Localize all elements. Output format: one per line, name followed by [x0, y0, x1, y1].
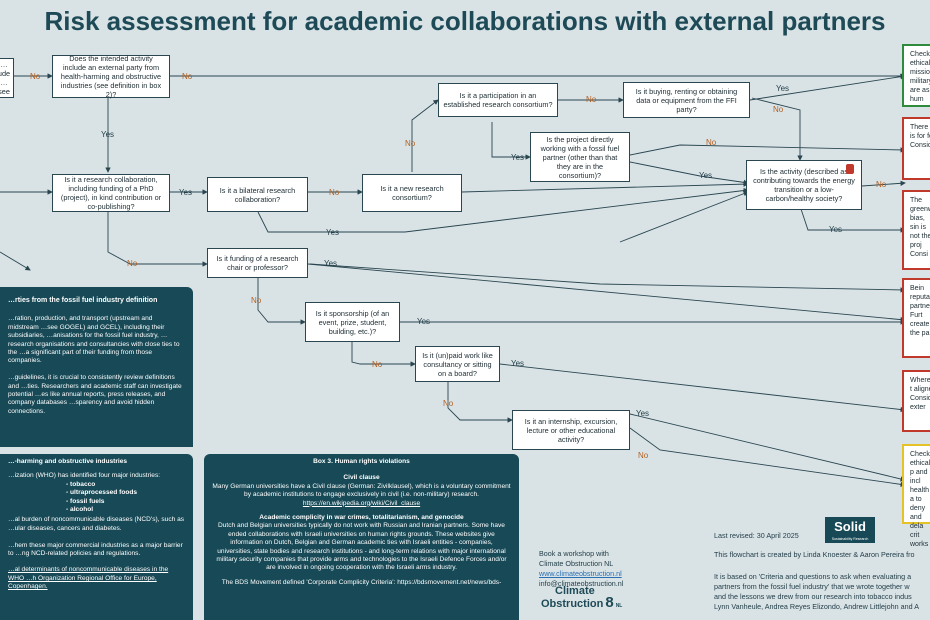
box1-panel: …rties from the fossil fuel industry def… [0, 287, 193, 447]
fuel-pump-icon [846, 164, 854, 174]
last-revised: Last revised: 30 April 2025 [714, 531, 799, 540]
node-fossil-partner: Is the project directly working with a f… [530, 132, 630, 182]
node-sponsorship: Is it sponsorship (of an event, prize, s… [305, 302, 400, 342]
outcome-box-yellow: Check ethical p and incl health a to den… [902, 444, 930, 548]
node-paid-work: Is it (un)paid work like consultancy or … [415, 346, 500, 382]
edge-label-yes: Yes [636, 409, 650, 418]
outcome-box-green: Check ethical mission military are as hu… [902, 44, 930, 107]
based-on-text: It is based on 'Criteria and questions t… [714, 572, 919, 611]
node-internship: Is it an internship, excursion, lecture … [512, 410, 630, 450]
box3-civil-clause-link[interactable]: https://en.wikipedia.org/wiki/Civil_clau… [302, 499, 421, 507]
edge-label-no: No [127, 259, 138, 268]
edge-label-no: No [251, 296, 262, 305]
edge-label-no: No [773, 105, 784, 114]
edge-label-no: No [372, 360, 383, 369]
edge-label-no: No [182, 72, 193, 81]
box2-title: …-harming and obstructive industries [8, 458, 128, 465]
node-new-consortium: Is it a new research consortium? [362, 174, 462, 212]
edge-label-yes: Yes [829, 225, 843, 234]
edge-label-yes: Yes [511, 359, 525, 368]
logo-eight-icon: 8 [605, 594, 614, 611]
edge-label-no: No [405, 139, 416, 148]
edge-label-yes: Yes [324, 259, 338, 268]
box2-reference-link[interactable]: …al determinants of noncommunicable dise… [8, 566, 169, 591]
box3-civil-clause-text: Many German universities have a Civil cl… [212, 482, 511, 499]
node-buying-data: Is it buying, renting or obtaining data … [623, 82, 750, 118]
box3-panel: Box 3. Human rights violations Civil cla… [204, 454, 519, 620]
box2-list-item: - fossil fuels [66, 497, 105, 505]
outcome-box-red: There is for fo Consic [902, 117, 930, 180]
workshop-line: Climate Obstruction NL [539, 559, 614, 568]
workshop-email: info@climateobstruction.nl [539, 579, 624, 588]
box2-panel: …-harming and obstructive industries …iz… [0, 454, 193, 620]
box1-body: …ration, production, and transport (upst… [8, 315, 182, 415]
edge-label-no: No [876, 180, 887, 189]
edge-label-no: No [30, 72, 41, 81]
edge-label-no: No [443, 399, 454, 408]
edge-label-yes: Yes [417, 317, 431, 326]
node-research-chair: Is it funding of a research chair or pro… [207, 248, 308, 278]
node-research-collaboration: Is it a research collaboration, includin… [52, 174, 170, 212]
node-external-party: Does the intended activity include an ex… [52, 54, 170, 99]
box2-body: …al burden of noncommunicable diseases (… [8, 516, 185, 558]
edge-label-no: No [329, 188, 340, 197]
edge-label-no: No [586, 95, 597, 104]
solid-logo: Solid Sustainability Research [825, 517, 875, 543]
box3-subtitle-complicity: Academic complicity in war crimes, total… [259, 514, 464, 522]
box3-bds-text: The BDS Movement defined 'Corporate Comp… [221, 578, 502, 586]
box2-list-item: - alcohol [66, 506, 94, 514]
page-title: Risk assessment for academic collaborati… [44, 6, 886, 36]
box3-subtitle-civil-clause: Civil clause [343, 474, 380, 482]
credit-text: This flowchart is created by Linda Knoes… [714, 550, 915, 559]
node-established-consortium: Is it a participation in an established … [438, 83, 558, 117]
edge-label-yes: Yes [699, 171, 713, 180]
edge-label-yes: Yes [101, 130, 115, 139]
node-energy-transition: Is the activity (described as contributi… [746, 160, 862, 210]
outcome-box-red: The greenw bias, sin is not the proj Con… [902, 190, 930, 270]
box2-list-item: - tobacco [66, 480, 96, 488]
edge-label-no: No [706, 138, 717, 147]
edge-label-yes: Yes [326, 228, 340, 237]
node-bilateral: Is it a bilateral research collaboration… [207, 177, 308, 212]
outcome-box-red: Bein reputa partne Furt create the pa [902, 278, 930, 358]
edge-label-no: No [638, 451, 649, 460]
edge-label-yes: Yes [511, 153, 525, 162]
workshop-website-link[interactable]: www.climateobstruction.nl [539, 569, 622, 578]
box2-intro: …ization (WHO) has identified four major… [8, 472, 161, 480]
box3-title: Box 3. Human rights violations [313, 458, 410, 465]
box3-complicity-text: Dutch and Belgian universities typically… [216, 522, 507, 572]
workshop-info: Book a workshop with Climate Obstruction… [539, 549, 623, 589]
edge-label-yes: Yes [179, 188, 193, 197]
box2-list-item: - ultraprocessed foods [66, 489, 138, 497]
box1-title: …rties from the fossil fuel industry def… [8, 297, 158, 304]
edge-label-yes: Yes [776, 84, 790, 93]
workshop-line: Book a workshop with [539, 549, 609, 558]
node-left-partial: …ude …see [0, 58, 14, 98]
